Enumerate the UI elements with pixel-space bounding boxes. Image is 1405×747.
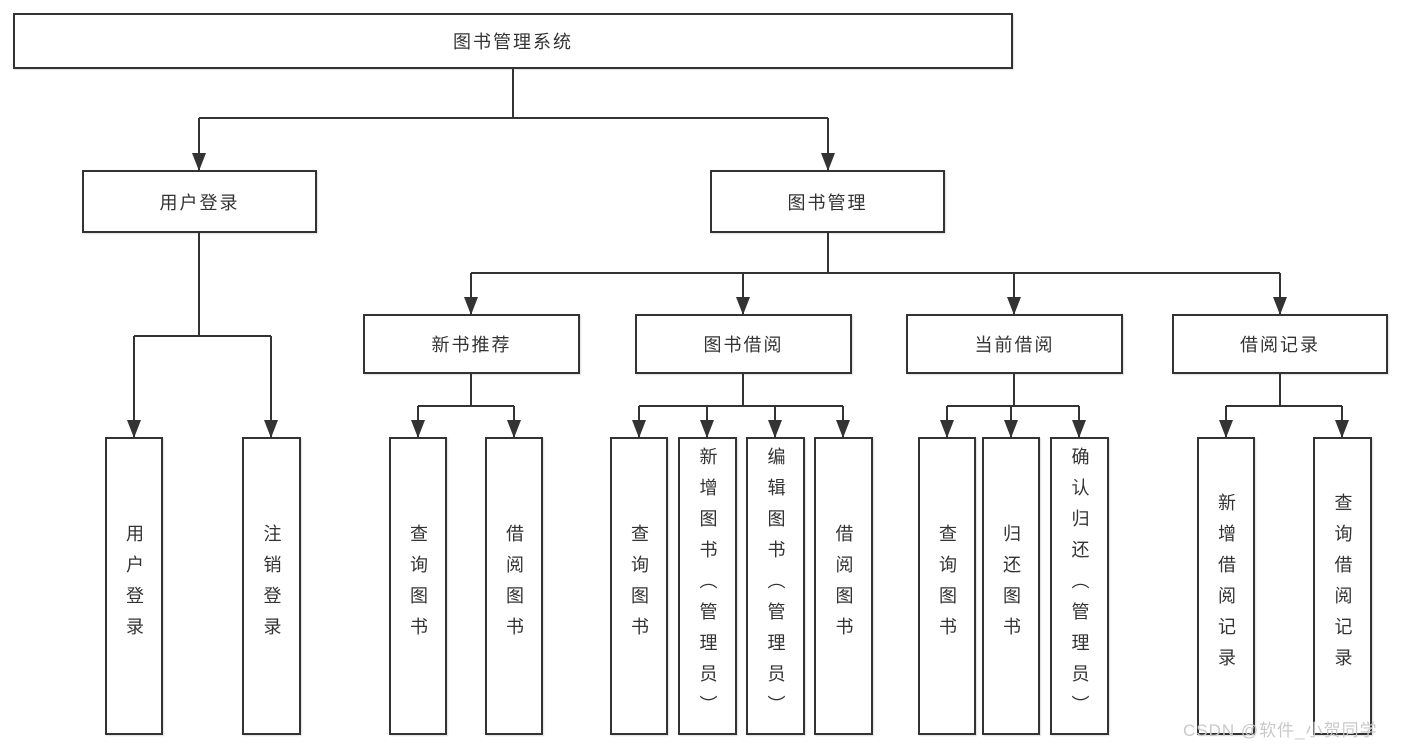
- node-borrow-records: 借阅记录: [1172, 314, 1388, 374]
- node-label: 借阅图书: [833, 524, 854, 648]
- leaf-bb-add-book: 新增图书（管理员）: [678, 437, 737, 735]
- node-book-mgmt: 图书管理: [710, 170, 945, 233]
- node-label: 查询借阅记录: [1332, 493, 1353, 679]
- arrowhead-icon: [632, 420, 646, 438]
- node-user-login: 用户登录: [82, 170, 317, 233]
- node-label: 确认归还（管理员）: [1069, 446, 1090, 726]
- node-label: 用户登录: [159, 192, 240, 213]
- node-root: 图书管理系统: [13, 13, 1013, 69]
- leaf-bb-query-book: 查询图书: [610, 437, 668, 735]
- leaf-cb-return-book: 归还图书: [982, 437, 1040, 735]
- leaf-cb-confirm-return: 确认归还（管理员）: [1050, 437, 1109, 735]
- node-label: 注销登录: [261, 524, 282, 648]
- node-label: 新书推荐: [431, 335, 512, 355]
- leaf-rec-query-book: 查询图书: [389, 437, 447, 735]
- leaf-br-query-record: 查询借阅记录: [1313, 437, 1372, 735]
- arrowhead-icon: [940, 420, 954, 438]
- leaf-user-login: 用户登录: [105, 437, 163, 735]
- node-label: 借阅记录: [1240, 335, 1320, 355]
- leaf-rec-borrow-book: 借阅图书: [485, 437, 543, 735]
- arrowhead-icon: [821, 153, 835, 171]
- node-current-borrow: 当前借阅: [906, 314, 1123, 374]
- arrowhead-icon: [127, 420, 141, 438]
- arrowhead-icon: [507, 420, 521, 438]
- node-label: 图书管理: [787, 192, 868, 213]
- arrowhead-icon: [1273, 297, 1287, 315]
- arrowhead-icon: [768, 420, 782, 438]
- node-label: 查询图书: [937, 524, 957, 648]
- arrowhead-icon: [464, 297, 478, 315]
- watermark: CSDN @软件_小贺同学: [1183, 721, 1378, 740]
- node-new-book-rec: 新书推荐: [363, 314, 580, 374]
- leaf-br-add-record: 新增借阅记录: [1197, 437, 1255, 735]
- arrowhead-icon: [736, 297, 750, 315]
- leaf-logout: 注销登录: [242, 437, 301, 735]
- arrowhead-icon: [264, 420, 278, 438]
- node-label: 新增图书（管理员）: [697, 446, 718, 726]
- arrowhead-icon: [1335, 420, 1349, 438]
- node-book-borrow: 图书借阅: [635, 314, 852, 374]
- node-label: 用户登录: [124, 524, 144, 648]
- arrowhead-icon: [1007, 297, 1021, 315]
- node-label: 查询图书: [629, 524, 649, 648]
- arrowhead-icon: [1219, 420, 1233, 438]
- leaf-bb-borrow-book: 借阅图书: [814, 437, 873, 735]
- node-label: 借阅图书: [504, 524, 524, 648]
- leaf-bb-edit-book: 编辑图书（管理员）: [746, 437, 805, 735]
- connector-path: [133, 69, 1343, 438]
- node-label: 图书管理系统: [453, 32, 573, 52]
- node-label: 查询图书: [408, 524, 428, 648]
- node-label: 编辑图书（管理员）: [765, 446, 786, 726]
- node-label: 新增借阅记录: [1216, 493, 1236, 679]
- leaf-cb-query-book: 查询图书: [918, 437, 976, 735]
- node-label: 图书借阅: [703, 335, 784, 355]
- node-label: 归还图书: [1001, 524, 1021, 648]
- arrowhead-icon: [192, 153, 206, 171]
- arrowhead-icon: [411, 420, 425, 438]
- arrowhead-icon: [836, 420, 850, 438]
- node-label: 当前借阅: [974, 335, 1055, 355]
- arrowhead-icon: [1072, 420, 1086, 438]
- arrowhead-icon: [1004, 420, 1018, 438]
- arrowhead-icon: [700, 420, 714, 438]
